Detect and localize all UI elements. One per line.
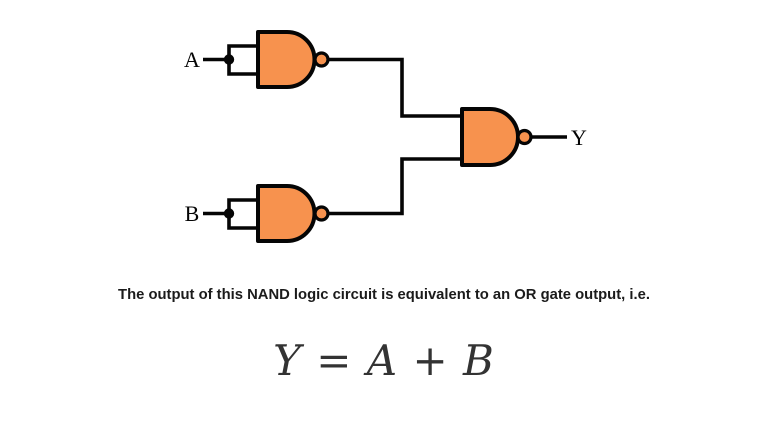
nand-gate-b-body (256, 184, 317, 243)
nand-gate-a (256, 30, 330, 89)
nand-circuit-diagram: A B Y (184, 30, 587, 243)
gate-b-to-output-gate-wire (328, 157, 462, 216)
nand-gate-output (460, 107, 533, 167)
input-a-label: A (184, 47, 200, 72)
nand-gate-b-inversion-bubble (313, 205, 330, 222)
nand-gate-output-inversion-bubble (516, 128, 533, 146)
input-a-junction-dot (223, 54, 235, 65)
nand-gate-a-body (256, 30, 317, 89)
boolean-formula: Y = A + B (273, 336, 495, 385)
input-b-label: B (185, 201, 200, 226)
caption-text: The output of this NAND logic circuit is… (118, 287, 650, 303)
nand-gate-output-body (460, 107, 520, 167)
input-b-junction-dot (223, 208, 235, 219)
nand-gate-b (256, 184, 330, 243)
nand-gate-a-inversion-bubble (313, 51, 330, 68)
output-y-label: Y (571, 125, 587, 150)
gate-a-to-output-gate-wire (328, 57, 462, 118)
